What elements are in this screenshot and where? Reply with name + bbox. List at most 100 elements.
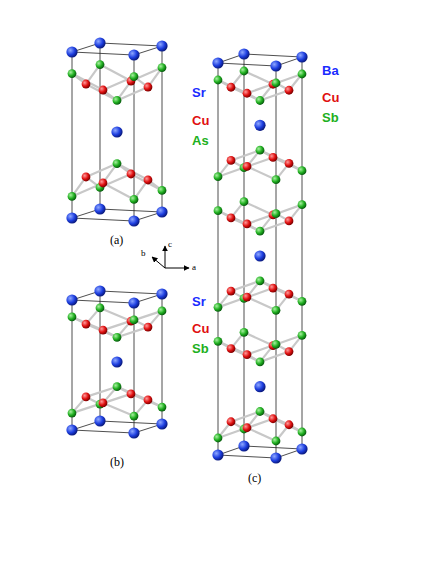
unit-cell-edge <box>218 63 276 66</box>
axis-triad <box>152 246 189 268</box>
unit-cell-edge <box>302 57 303 449</box>
atom <box>227 417 236 426</box>
atom <box>272 209 281 218</box>
atom <box>214 337 223 346</box>
atom <box>68 192 77 201</box>
bond <box>273 157 302 170</box>
unit-cell-edge <box>276 66 277 458</box>
atom <box>212 57 223 68</box>
atom <box>113 382 122 391</box>
atom <box>298 297 307 306</box>
atom <box>66 46 77 57</box>
bond <box>231 218 260 231</box>
atom <box>94 203 105 214</box>
atom <box>68 409 77 418</box>
atom <box>94 37 105 48</box>
unit-cell-edge <box>72 430 134 433</box>
axis-a <box>165 268 189 269</box>
atom <box>243 293 252 302</box>
atom <box>256 146 265 155</box>
atom <box>270 452 281 463</box>
atom <box>156 206 167 217</box>
atom <box>227 287 236 296</box>
bond <box>218 341 247 354</box>
atom <box>256 407 265 416</box>
panel-label: (a) <box>110 234 123 246</box>
bond <box>86 84 117 100</box>
unit-cell-edge <box>100 209 162 212</box>
element-label: Sr <box>192 295 206 308</box>
bond <box>100 308 131 321</box>
atom <box>128 427 139 438</box>
atom <box>158 307 167 316</box>
atom <box>285 159 294 168</box>
atom <box>113 96 122 105</box>
atom <box>285 347 294 356</box>
atom <box>270 60 281 71</box>
srcu2as2-cell <box>66 37 167 226</box>
atom <box>227 156 236 165</box>
bond <box>86 164 117 177</box>
atom <box>256 276 265 285</box>
atom <box>96 304 105 313</box>
atom <box>214 172 223 181</box>
atom <box>243 220 252 229</box>
atom <box>68 69 77 78</box>
element-label: As <box>192 134 209 147</box>
atom <box>240 67 249 76</box>
bond <box>247 297 276 310</box>
atom <box>130 195 139 204</box>
atom <box>130 72 139 81</box>
atom <box>269 153 278 162</box>
atom <box>298 428 307 437</box>
atom <box>82 320 91 329</box>
atom <box>128 49 139 60</box>
bond <box>247 428 276 441</box>
atom <box>156 40 167 51</box>
atom <box>96 60 105 69</box>
atom <box>99 86 108 95</box>
atom <box>254 250 265 261</box>
unit-cell-edge <box>244 446 302 449</box>
atom <box>238 440 249 451</box>
atom <box>99 326 108 335</box>
unit-cell-edge <box>100 291 162 294</box>
atom <box>99 179 108 188</box>
atom <box>128 297 139 308</box>
bond <box>72 74 103 90</box>
atom <box>130 316 139 325</box>
bond <box>103 403 134 416</box>
atom <box>296 443 307 454</box>
bond <box>231 281 260 291</box>
bond <box>131 394 162 407</box>
bond <box>273 419 302 432</box>
atom <box>256 227 265 236</box>
atom <box>66 424 77 435</box>
atom <box>296 51 307 62</box>
atom <box>214 303 223 312</box>
bond <box>218 80 247 93</box>
bond <box>218 211 247 224</box>
atom <box>144 176 153 185</box>
atom <box>66 212 77 223</box>
atom <box>144 396 153 405</box>
unit-cell-edge <box>244 54 302 57</box>
element-label: Cu <box>192 322 209 335</box>
axis-c <box>165 246 166 268</box>
bond <box>231 150 260 160</box>
atom <box>127 390 136 399</box>
atom <box>156 288 167 299</box>
bond <box>231 411 260 421</box>
atom <box>272 306 281 315</box>
atom <box>272 340 281 349</box>
bond <box>247 166 276 179</box>
atom <box>298 200 307 209</box>
atom <box>243 162 252 171</box>
atom <box>127 170 136 179</box>
panel-label: (c) <box>248 472 261 484</box>
unit-cell-edge <box>244 54 245 446</box>
atom <box>285 420 294 429</box>
atom <box>156 418 167 429</box>
